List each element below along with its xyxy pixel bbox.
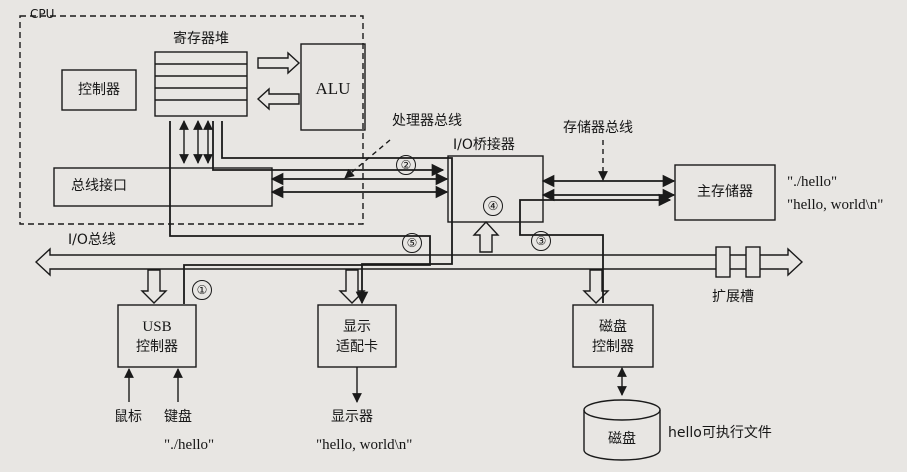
cpu-boundary: [19, 15, 364, 225]
path-5-to-display: [221, 121, 453, 305]
path-2-register-to-memory: [212, 121, 445, 177]
hello-path-keyboard: "./hello": [164, 437, 215, 453]
path-1-usb-to-register: [169, 121, 431, 304]
regfile-bus-arrows: [179, 120, 213, 164]
io-bus-to-bridge-arrow: [472, 220, 500, 253]
regfile-to-alu-arrow: [257, 51, 301, 75]
disk-cylinder: [583, 399, 661, 461]
io-bus: [34, 247, 804, 277]
processor-bus-label: 处理器总线: [392, 113, 462, 129]
memory-bus-label: 存储器总线: [563, 120, 633, 136]
step-1-marker: ①: [192, 280, 212, 300]
hello-world-display: "hello, world\n": [316, 437, 413, 453]
step-2-marker: ②: [396, 155, 416, 175]
usb-controller-box: [117, 304, 197, 368]
display-adapter-line2: 适配卡: [336, 339, 378, 355]
disk-controller-label: 磁盘 控制器: [578, 317, 648, 357]
cpu-label: CPU: [30, 7, 55, 21]
memory-bus-lines: [541, 174, 676, 202]
hello-path-memory: "./hello": [787, 174, 838, 190]
expansion-slot-2: [745, 246, 761, 278]
usb-controller-line1: USB: [142, 319, 172, 335]
io-bridge-label: I/O桥接器: [453, 137, 515, 153]
disk-controller-box: [572, 304, 654, 368]
processor-bus-leader: [344, 139, 391, 179]
step-5-marker: ⑤: [402, 233, 422, 253]
display-label: 显示器: [331, 409, 373, 425]
disk-label: 磁盘: [608, 431, 636, 447]
usb-controller-line2: 控制器: [136, 339, 178, 355]
hello-world-memory: "hello, world\n": [787, 197, 884, 213]
register-file: [154, 51, 248, 117]
step-3-marker: ③: [531, 231, 551, 251]
keyboard-label: 键盘: [164, 409, 192, 425]
step-4-marker: ④: [483, 196, 503, 216]
path-3-disk-to-memory: [519, 193, 672, 303]
disk-controller-line2: 控制器: [592, 339, 634, 355]
io-bus-to-display-arrow: [338, 269, 366, 304]
bus-interface-label: 总线接口: [71, 178, 127, 194]
register-file-label: 寄存器堆: [173, 31, 229, 47]
display-adapter-line1: 显示: [343, 319, 371, 335]
expansion-slot-label: 扩展槽: [712, 289, 754, 305]
main-memory-label: 主存储器: [697, 184, 753, 200]
mouse-label: 鼠标: [114, 409, 142, 425]
io-bus-label: I/O总线: [68, 232, 116, 248]
alu-label: ALU: [315, 79, 351, 98]
display-adapter-label: 显示 适配卡: [322, 317, 392, 357]
io-bus-to-disk-arrow: [582, 269, 610, 304]
controller-box: [61, 69, 137, 111]
io-bus-to-usb-arrow: [140, 269, 168, 304]
usb-controller-label: USB 控制器: [122, 317, 192, 357]
processor-bus-lines: [270, 172, 449, 199]
alu-box: [300, 43, 366, 131]
controller-label: 控制器: [78, 82, 120, 98]
disk-controller-line1: 磁盘: [599, 319, 627, 335]
hello-executable-label: hello可执行文件: [668, 425, 772, 441]
alu-to-regfile-arrow: [256, 87, 300, 111]
expansion-slot-1: [715, 246, 731, 278]
